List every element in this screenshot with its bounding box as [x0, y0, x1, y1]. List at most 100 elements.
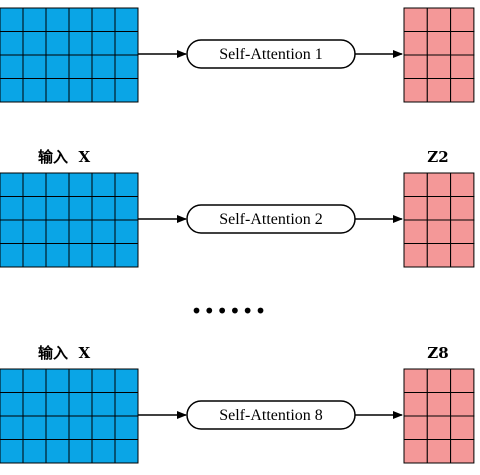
- matrix-cell: [91, 392, 116, 417]
- matrix-cell: [68, 219, 93, 244]
- matrix-cell: [403, 172, 428, 197]
- matrix-cell: [68, 172, 93, 197]
- matrix-cell: [22, 368, 47, 393]
- matrix-cell: [114, 243, 139, 268]
- matrix-cell: [45, 54, 70, 79]
- matrix-cell: [0, 368, 24, 393]
- matrix-cell: [426, 196, 452, 221]
- matrix-cell: [91, 439, 116, 464]
- matrix-cell: [45, 392, 70, 417]
- output-matrix-2: [403, 172, 475, 268]
- matrix-cell: [22, 243, 47, 268]
- matrix-cell: [45, 415, 70, 440]
- matrix-cell: [0, 392, 24, 417]
- matrix-cell: [403, 54, 428, 79]
- matrix-cell: [0, 439, 24, 464]
- matrix-cell: [114, 439, 139, 464]
- matrix-cell: [403, 368, 428, 393]
- matrix-cell: [426, 78, 452, 103]
- output-matrix-1: [403, 7, 475, 103]
- matrix-cell: [114, 31, 139, 56]
- matrix-cell: [22, 219, 47, 244]
- matrix-cell: [68, 196, 93, 221]
- attention-label-1: Self-Attention 1: [219, 46, 323, 63]
- matrix-cell: [450, 54, 475, 79]
- output-label-8: Z8: [427, 344, 448, 362]
- matrix-cell: [114, 54, 139, 79]
- matrix-cell: [45, 196, 70, 221]
- matrix-cell: [45, 243, 70, 268]
- matrix-cell: [45, 78, 70, 103]
- matrix-cell: [22, 172, 47, 197]
- matrix-cell: [114, 78, 139, 103]
- matrix-cell: [450, 368, 475, 393]
- matrix-cell: [45, 439, 70, 464]
- input-matrix-1: [0, 7, 139, 103]
- matrix-cell: [91, 368, 116, 393]
- matrix-cell: [45, 219, 70, 244]
- matrix-cell: [426, 219, 452, 244]
- matrix-cell: [114, 368, 139, 393]
- matrix-cell: [114, 415, 139, 440]
- matrix-cell: [68, 368, 93, 393]
- matrix-cell: [68, 54, 93, 79]
- matrix-cell: [0, 196, 24, 221]
- attention-label-8: Self-Attention 8: [219, 407, 323, 424]
- matrix-cell: [403, 7, 428, 32]
- matrix-cell: [22, 54, 47, 79]
- matrix-cell: [68, 31, 93, 56]
- matrix-cell: [0, 219, 24, 244]
- input-matrix-8: [0, 368, 139, 464]
- matrix-cell: [450, 219, 475, 244]
- matrix-cell: [22, 439, 47, 464]
- matrix-cell: [68, 243, 93, 268]
- matrix-cell: [0, 243, 24, 268]
- matrix-cell: [450, 243, 475, 268]
- matrix-cell: [426, 54, 452, 79]
- matrix-cell: [91, 78, 116, 103]
- matrix-cell: [0, 172, 24, 197]
- matrix-cell: [91, 54, 116, 79]
- matrix-cell: [91, 196, 116, 221]
- matrix-cell: [45, 172, 70, 197]
- matrix-cell: [91, 243, 116, 268]
- matrix-cell: [450, 415, 475, 440]
- matrix-cell: [450, 7, 475, 32]
- matrix-cell: [403, 415, 428, 440]
- matrix-cell: [403, 392, 428, 417]
- matrix-cell: [114, 196, 139, 221]
- matrix-cell: [22, 78, 47, 103]
- matrix-cell: [114, 392, 139, 417]
- matrix-cell: [22, 196, 47, 221]
- matrix-cell: [426, 7, 452, 32]
- matrix-cell: [91, 31, 116, 56]
- matrix-cell: [403, 439, 428, 464]
- matrix-cell: [0, 78, 24, 103]
- matrix-cell: [0, 54, 24, 79]
- matrix-cell: [45, 7, 70, 32]
- matrix-cell: [114, 172, 139, 197]
- matrix-cell: [0, 415, 24, 440]
- matrix-cell: [426, 243, 452, 268]
- matrix-cell: [426, 31, 452, 56]
- head-2: 输入 X Z2 Self-Attention 2: [0, 148, 475, 268]
- matrix-cell: [68, 392, 93, 417]
- matrix-cell: [0, 31, 24, 56]
- matrix-cell: [403, 243, 428, 268]
- matrix-cell: [114, 219, 139, 244]
- matrix-cell: [68, 415, 93, 440]
- matrix-cell: [450, 439, 475, 464]
- matrix-cell: [426, 439, 452, 464]
- matrix-cell: [22, 31, 47, 56]
- input-label-2: 输入 X: [38, 148, 90, 166]
- matrix-cell: [450, 78, 475, 103]
- matrix-cell: [426, 392, 452, 417]
- matrix-cell: [426, 368, 452, 393]
- matrix-cell: [68, 7, 93, 32]
- output-matrix-8: [403, 368, 475, 464]
- input-label-8: 输入 X: [38, 344, 90, 362]
- matrix-cell: [450, 392, 475, 417]
- matrix-cell: [450, 31, 475, 56]
- matrix-cell: [0, 7, 24, 32]
- attention-label-2: Self-Attention 2: [219, 211, 323, 228]
